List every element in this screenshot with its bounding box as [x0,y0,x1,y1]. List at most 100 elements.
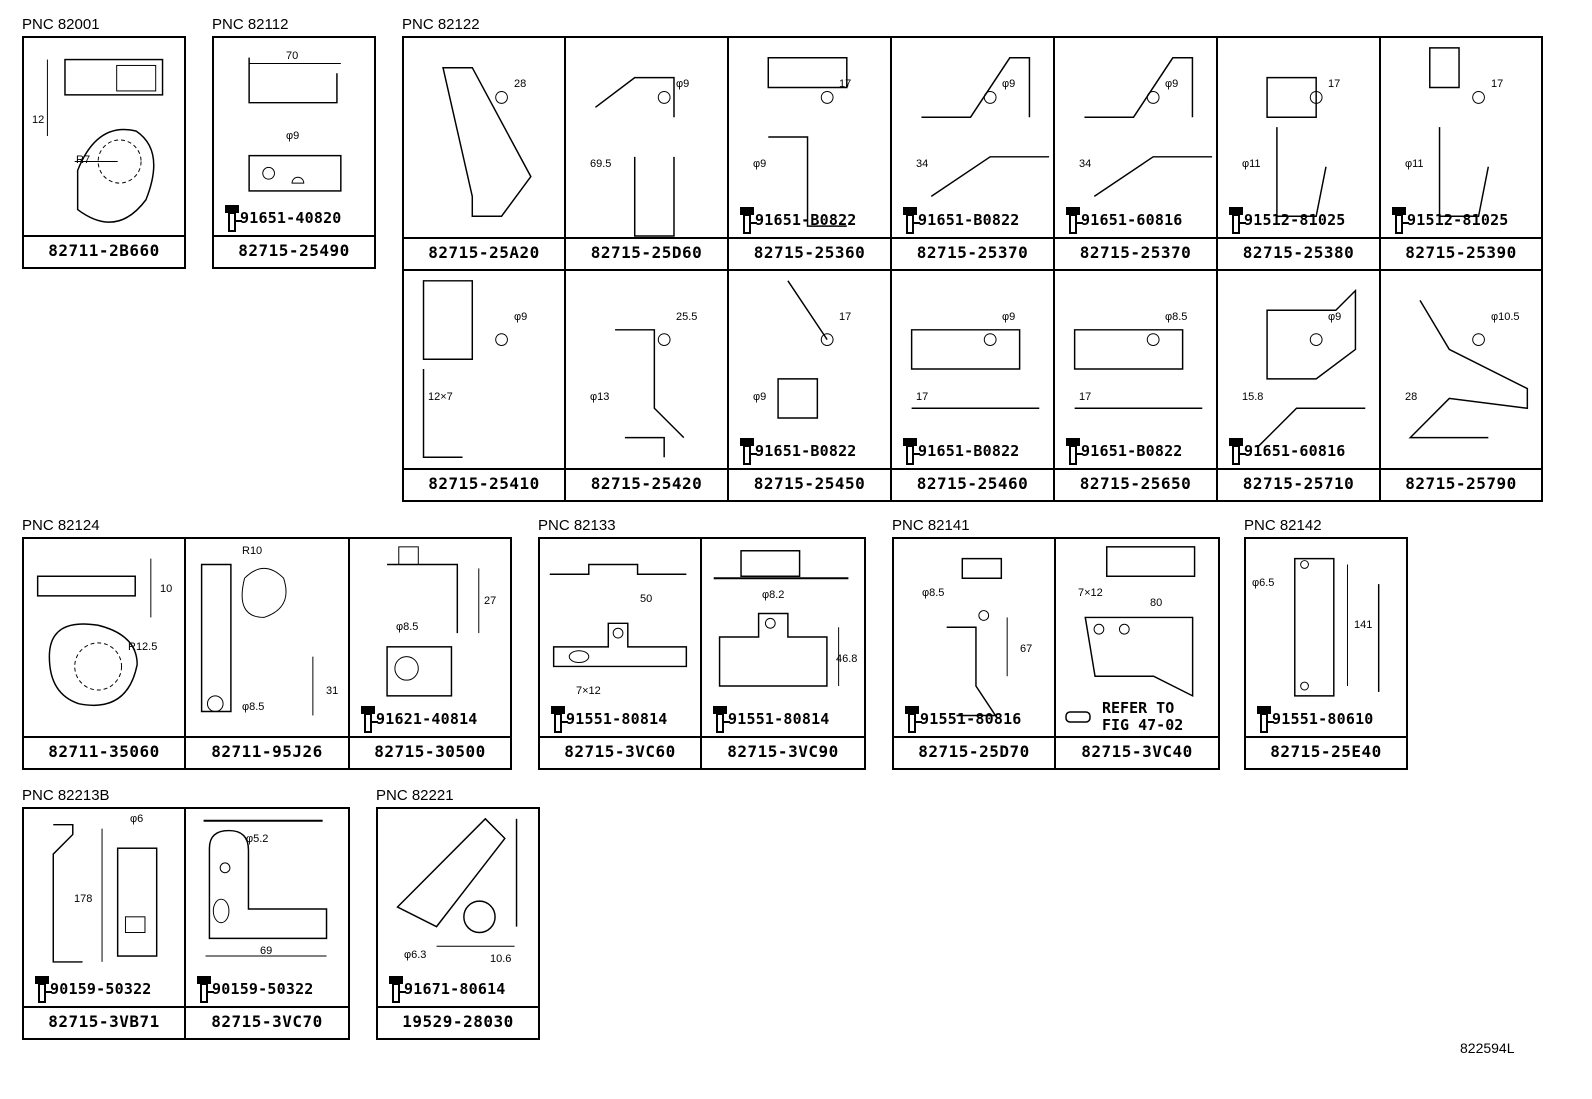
bolt-icon [197,976,214,1003]
part-number: 82715-25710 [1218,468,1379,500]
part-number: 82715-25360 [729,237,890,269]
dimension-label: φ9 [676,78,690,90]
part-cell[interactable]: R10 31 φ8.5 82711-95J26 [184,537,350,770]
dimension-label: φ13 [590,391,610,403]
bracket-drawing [595,76,675,237]
dimension-label: R7 [76,154,91,166]
part-cell[interactable]: φ8.2 46.8 91551-80814 82715-3VC90 [700,537,866,770]
dimension-label: 17 [1079,391,1092,403]
part-cell[interactable]: φ5.2 69 90159-50322 82715-3VC70 [184,807,350,1040]
bolt-icon [1066,438,1083,465]
bracket-drawing [767,57,848,227]
bolt-callout: 91551-80816 [902,704,1022,734]
dimension-label: φ11 [1242,158,1261,170]
part-cell[interactable]: 12 R7 82711-2B660 [22,36,186,269]
dimension-label: 12×7 [428,391,453,403]
part-cell[interactable]: φ6 178 90159-50322 82715-3VB71 [22,807,186,1040]
bolt-icon [903,207,920,234]
part-cell[interactable]: φ8.5 67 91551-80816 82715-25D70 [892,537,1056,770]
bolt-number: 91651-B0822 [918,211,1020,229]
dimension-label: 178 [74,893,93,905]
bolt-callout: 91512-81025 [1389,205,1509,235]
dimension-label: 10 [160,583,173,595]
pnc-label: PNC 82124 [22,517,100,534]
part-cell[interactable]: 28 82715-25A20 [402,36,566,271]
bracket-drawing [921,57,1050,198]
dimension-label: 7×12 [576,685,601,697]
pnc-label: PNC 82133 [538,517,616,534]
dimension-label: φ9 [753,158,767,170]
dimension-label: φ8.5 [396,621,419,633]
dimension-label: 28 [1405,391,1418,403]
part-cell[interactable]: 7×12 80 REFER TO FIG 47-02 82715-3VC40 [1054,537,1220,770]
bracket-drawing [777,280,834,419]
pnc-label: PNC 82221 [376,787,454,804]
bracket-drawing [52,823,158,963]
part-number: 82715-25A20 [404,237,564,269]
part-cell[interactable]: 17 φ11 91512-81025 82715-25380 [1216,36,1381,271]
dimension-label: φ9 [1165,78,1179,90]
pnc-label: PNC 82112 [212,16,289,33]
dimension-label: 12 [32,114,45,126]
bolt-callout: 91551-80814 [710,704,830,734]
dimension-label: R10 [242,545,263,557]
bracket-drawing [1084,546,1196,698]
part-number: 82715-25370 [1055,237,1216,269]
part-number: 82715-3VC40 [1056,736,1218,768]
pnc-label: PNC 82122 [402,16,480,33]
part-number: 82715-30500 [350,736,510,768]
dimension-label: 28 [514,78,527,90]
dimension-label: 67 [1020,643,1033,655]
part-cell[interactable]: 27 φ8.5 91621-40814 82715-30500 [348,537,512,770]
pnc-label: PNC 82141 [892,517,970,534]
bracket-drawing [1429,47,1490,217]
dimension-label: 31 [326,685,339,697]
part-number: 82711-2B660 [24,235,184,267]
bolt-number: 91512-81025 [1244,211,1346,229]
bolt-icon [740,207,757,234]
dimension-label: 17 [839,78,852,90]
dimension-label: φ6.5 [1252,577,1275,589]
part-cell[interactable]: φ6.3 10.6 91671-80614 19529-28030 [376,807,540,1040]
bolt-number: 91651-60816 [1081,211,1183,229]
dimension-label: 15.8 [1242,391,1264,403]
bolt-callout: 91551-80814 [548,704,668,734]
bolt-callout: 91651-B0822 [900,205,1020,235]
bolt-number: 91621-40814 [376,710,478,728]
dimension-label: φ8.5 [242,701,265,713]
dimension-label: 70 [286,50,299,62]
dimension-label: 17 [1328,78,1341,90]
bolt-icon [713,706,730,733]
part-cell[interactable]: 70 φ9 91651-40820 82715-25490 [212,36,376,269]
dimension-label: 10.6 [490,953,512,965]
part-cell[interactable]: φ6.5 141 91551-80610 82715-25E40 [1244,537,1408,770]
bolt-icon [35,976,52,1003]
bracket-drawing [1266,76,1327,217]
part-number: 82715-25490 [214,235,374,267]
part-number: 82715-25380 [1218,237,1379,269]
dimension-label: 17 [1491,78,1504,90]
bracket-drawing [248,57,342,192]
part-cell[interactable]: 50 7×12 91551-80814 82715-3VC60 [538,537,702,770]
bracket-drawing [422,280,508,458]
part-number: 82715-25390 [1381,237,1541,269]
bracket-drawing [396,817,518,947]
bracket-drawing [386,546,480,697]
dimension-label: 69 [260,945,273,957]
clamp-drawing [36,558,152,706]
bolt-callout: 91651-B0822 [1063,436,1183,466]
part-cell[interactable]: 10 R12.5 82711-35060 [22,537,186,770]
bolt-callout: 90159-50322 [194,974,314,1004]
